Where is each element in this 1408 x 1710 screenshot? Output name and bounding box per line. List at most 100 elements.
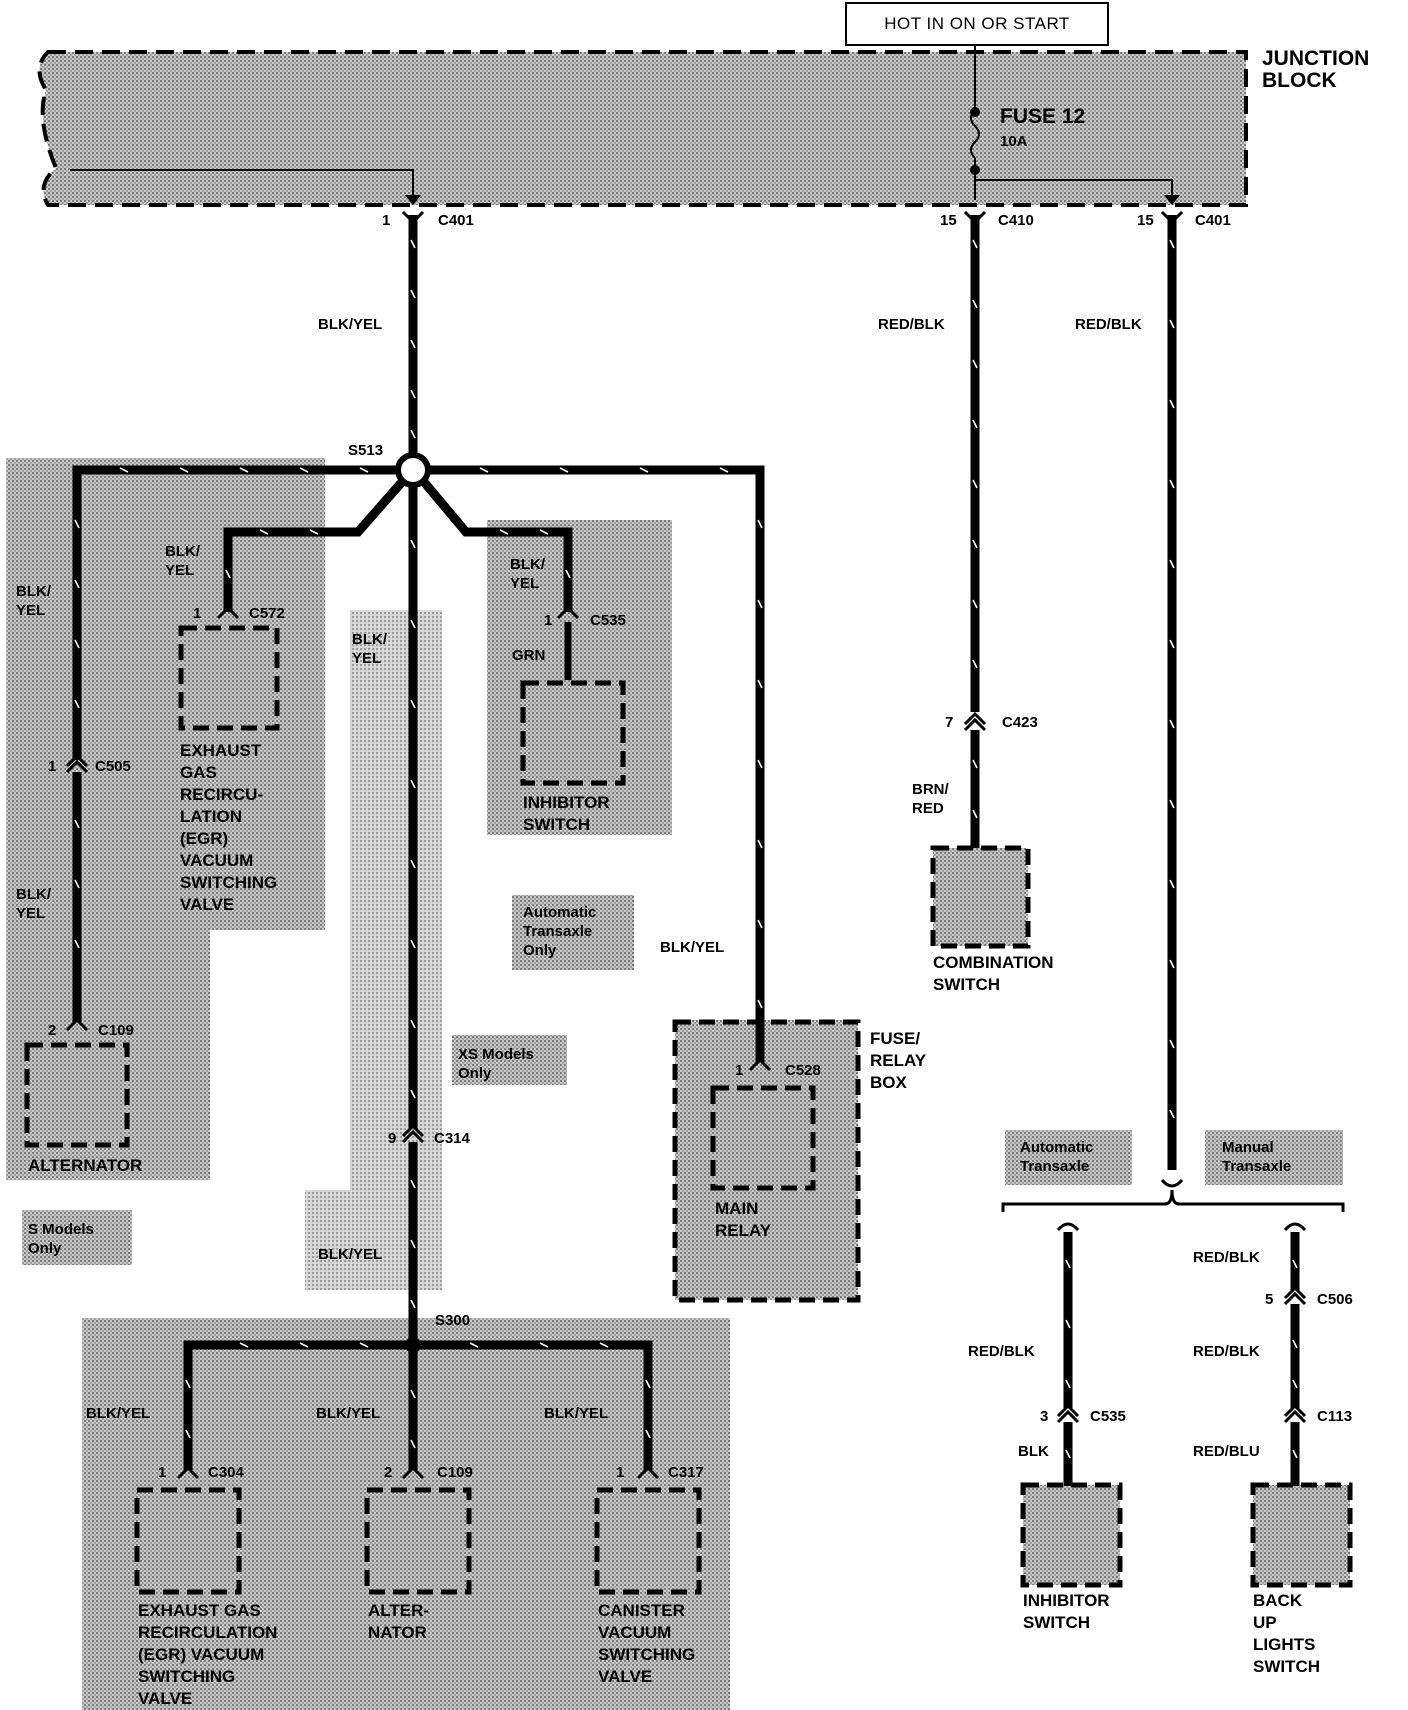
transaxle-brace [1001, 1189, 1345, 1212]
automatic-transaxle-only-note: Automatic Transaxle Only [523, 904, 597, 959]
c572-label: C572 [249, 605, 285, 622]
egr-valve-label: EXHAUST GAS RECIRCU- LATION (EGR) VACUUM… [180, 741, 278, 914]
s300-feed-wire-label: BLK/YEL [318, 1246, 383, 1263]
shaded-zones [6, 52, 1350, 1710]
xs-models-zone-lower [305, 1190, 442, 1290]
c401-arrow-left [405, 195, 421, 205]
fuse-name-label: FUSE 12 [1000, 105, 1086, 128]
auto-transaxle-label-zone [1005, 1130, 1132, 1185]
c401-right-pin: 15 [1137, 212, 1154, 229]
c505-label: C505 [95, 758, 131, 775]
backup-switch-box [1250, 1482, 1353, 1588]
c109-label: C109 [98, 1022, 134, 1039]
automatic-note-zone [512, 895, 634, 970]
xs-models-zone-strip [350, 610, 442, 1230]
inhibitor-grn-wire-label: GRN [512, 647, 546, 664]
c401-right-label: C401 [1195, 212, 1231, 229]
auto-blk-wire-label: BLK [1018, 1443, 1049, 1460]
manual-red-blk-wire-label-2: RED/BLK [1193, 1343, 1260, 1360]
red-blk-wire-label-1: RED/BLK [878, 316, 945, 333]
alternator-top-wire-label: BLK/ YEL [16, 583, 51, 619]
junction-block-zone [39, 52, 1246, 205]
egr-valve-box [178, 625, 280, 731]
brn-red-wire-label: BRN/ RED [912, 781, 949, 817]
c314-label: C314 [434, 1130, 470, 1147]
s513-splice [395, 452, 431, 488]
c423-pin: 7 [945, 714, 954, 731]
egr-valve-2-box [134, 1487, 242, 1595]
c109b-pin: 2 [384, 1464, 393, 1481]
s-models-note-zone [22, 1210, 132, 1265]
s-models-zone [6, 458, 325, 1180]
fuse-dot-top [970, 107, 980, 117]
main-relay-label: MAIN RELAY [715, 1199, 772, 1240]
alternator-2-wire-label: BLK/YEL [316, 1405, 381, 1422]
fuse-rating-label: 10A [1000, 133, 1028, 150]
egr-top-wire-label: BLK/ YEL [165, 543, 200, 579]
combination-switch-box [930, 845, 1031, 949]
c528-pin: 1 [735, 1062, 744, 1079]
c317-label: C317 [668, 1464, 704, 1481]
automatic-transaxle-note: Automatic Transaxle [1020, 1139, 1094, 1175]
inhibitor-switch-2-label: INHIBITOR SWITCH [1023, 1591, 1110, 1632]
hot-in-on-or-start-label: HOT IN ON OR START [845, 2, 1109, 46]
c401-arrow-right [1164, 195, 1180, 205]
fuse-relay-box [672, 1019, 861, 1303]
inhibitor-switch-label: INHIBITOR SWITCH [523, 793, 610, 834]
wire-hatching [74, 239, 1298, 1459]
egr-bottom-wire-label: BLK/YEL [86, 1405, 151, 1422]
combination-switch-zone [933, 848, 1028, 946]
c572-pin: 1 [193, 605, 202, 622]
c304-label: C304 [208, 1464, 244, 1481]
alternator-label: ALTERNATOR [28, 1156, 143, 1175]
c506-pin: 5 [1265, 1291, 1274, 1308]
alternator-box [24, 1042, 130, 1148]
main-feed-wire-label: BLK/YEL [318, 316, 383, 333]
c505-pin: 1 [48, 758, 57, 775]
c304-pin: 1 [158, 1464, 167, 1481]
alternator-2-box [364, 1487, 472, 1595]
c506-label: C506 [1317, 1291, 1353, 1308]
fuse-relay-zone [675, 1020, 858, 1300]
manual-transaxle-note: Manual Transaxle [1222, 1139, 1292, 1175]
c410-label: C410 [998, 212, 1034, 229]
canister-wire-label: BLK/YEL [544, 1405, 609, 1422]
c109-pin: 2 [48, 1022, 57, 1039]
splices [395, 452, 431, 1353]
component-boxes [24, 625, 1353, 1595]
c423-label: C423 [1002, 714, 1038, 731]
c317-pin: 1 [616, 1464, 625, 1481]
auto-red-blk-wire-label: RED/BLK [968, 1343, 1035, 1360]
wires [72, 215, 1300, 1486]
xs-models-only-note: XS Models Only [458, 1046, 534, 1082]
canister-valve-box [594, 1487, 702, 1595]
c535b-label: C535 [1090, 1408, 1126, 1425]
s513-label: S513 [348, 442, 384, 459]
inhibitor-top-wire-label: BLK/ YEL [510, 556, 545, 592]
s300-label: S300 [435, 1312, 471, 1329]
inhibitor-switch-box [520, 680, 626, 786]
manual-red-blk-wire-label-1: RED/BLK [1193, 1249, 1260, 1266]
manual-transaxle-label-zone [1205, 1130, 1343, 1185]
backup-lights-switch-label: BACK UP LIGHTS SWITCH [1253, 1591, 1321, 1676]
inhibitor-switch-2-zone [1023, 1485, 1120, 1585]
c528-label: C528 [785, 1062, 821, 1079]
fuse-dot-bottom [970, 165, 980, 175]
junction-block-outline [37, 50, 1248, 207]
center-wire-label: BLK/ YEL [352, 631, 387, 667]
red-blk-wire-label-2: RED/BLK [1075, 316, 1142, 333]
connector-glyphs [65, 210, 1307, 1480]
c314-pin: 9 [388, 1130, 397, 1147]
c535-label: C535 [590, 612, 626, 629]
c535-pin: 1 [544, 612, 553, 629]
junction-block-label: JUNCTION BLOCK [1262, 47, 1370, 92]
c401-left-pin: 1 [382, 212, 391, 229]
canister-valve-label: CANISTER VACUUM SWITCHING VALVE [598, 1601, 696, 1686]
manual-red-blu-wire-label: RED/BLU [1193, 1443, 1260, 1460]
c410-pin: 15 [940, 212, 957, 229]
inhibitor-switch-2-box [1020, 1482, 1123, 1588]
xs-models-note-zone [452, 1035, 567, 1085]
egr-valve-2-label: EXHAUST GAS RECIRCULATION (EGR) VACUUM S… [138, 1601, 278, 1708]
relay-wire-label: BLK/YEL [660, 939, 725, 956]
